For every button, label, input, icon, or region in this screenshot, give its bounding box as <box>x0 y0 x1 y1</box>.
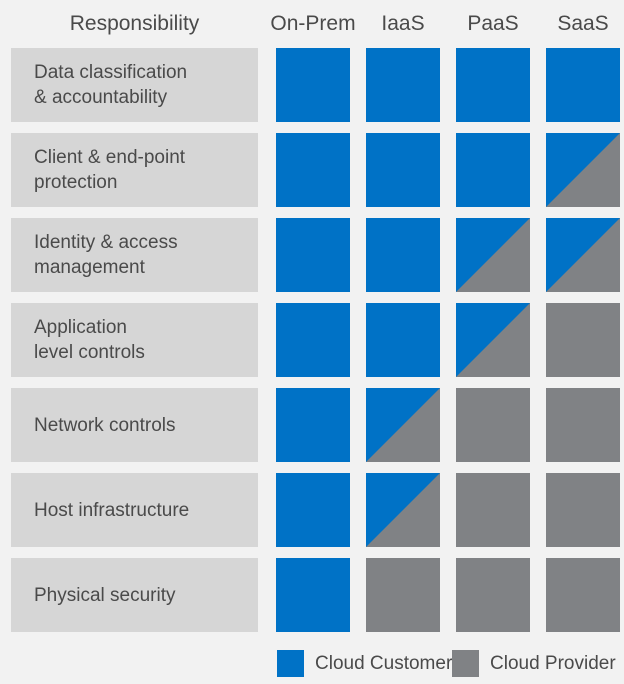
cell-physical-security-paas-provider <box>456 558 530 632</box>
row-label-line: Client & end-point <box>34 147 186 168</box>
header-column-paas: PaaS <box>467 12 519 35</box>
row-label-line: protection <box>34 172 118 193</box>
split-triangle-customer <box>546 218 620 292</box>
row-label-line: Host infrastructure <box>34 499 190 521</box>
split-triangle-customer <box>366 388 440 462</box>
cell-application-level-controls-on-prem-customer <box>276 303 350 377</box>
cell-host-infrastructure-on-prem-customer <box>276 473 350 547</box>
header-responsibility: Responsibility <box>69 12 200 35</box>
row-label-physical-security: Physical security <box>11 558 258 632</box>
row-label-application-level-controls: Application level controls <box>11 303 258 377</box>
legend-swatch-provider-icon <box>452 649 479 677</box>
cell-application-level-controls-saas-provider <box>546 303 620 377</box>
row-label-host-infrastructure: Host infrastructure <box>11 473 258 547</box>
matrix-row: Physical security <box>0 558 624 632</box>
row-label-line: level controls <box>34 342 145 363</box>
cell-network-controls-paas-provider <box>456 388 530 462</box>
cell-client-endpoint-protection-on-prem-customer <box>276 133 350 207</box>
row-label-data-classification: Data classification & accountability <box>11 48 258 122</box>
cell-client-endpoint-protection-saas-split <box>546 133 620 207</box>
header-column-on-prem: On-Prem <box>270 12 356 35</box>
cell-data-classification-saas-customer <box>546 48 620 122</box>
cell-data-classification-iaas-customer <box>366 48 440 122</box>
cell-application-level-controls-paas-split <box>456 303 530 377</box>
cell-network-controls-saas-provider <box>546 388 620 462</box>
cell-host-infrastructure-paas-provider <box>456 473 530 547</box>
cell-data-classification-paas-customer <box>456 48 530 122</box>
split-triangle-customer <box>456 303 530 377</box>
legend-label-cloud-customer: Cloud Customer <box>315 652 453 674</box>
matrix-row: Application level controls <box>0 303 624 377</box>
matrix-row: Data classification & accountability <box>0 48 624 122</box>
row-label-line: Data classification <box>34 62 188 83</box>
matrix-row: Client & end-point protection <box>0 133 624 207</box>
cell-client-endpoint-protection-iaas-customer <box>366 133 440 207</box>
cell-data-classification-on-prem-customer <box>276 48 350 122</box>
row-label-line: & accountability <box>34 87 168 108</box>
matrix-row: Network controls <box>0 388 624 462</box>
legend-swatch-customer-icon <box>277 649 304 677</box>
cell-physical-security-iaas-provider <box>366 558 440 632</box>
header-column-iaas: IaaS <box>381 12 425 35</box>
cell-physical-security-saas-provider <box>546 558 620 632</box>
cell-identity-access-management-on-prem-customer <box>276 218 350 292</box>
cell-identity-access-management-iaas-customer <box>366 218 440 292</box>
split-triangle-customer <box>366 473 440 547</box>
row-label-identity-access-management: Identity & access management <box>11 218 258 292</box>
row-label-line: Identity & access <box>34 232 178 253</box>
cell-host-infrastructure-iaas-split <box>366 473 440 547</box>
legend: Cloud Customer Cloud Provider <box>0 648 624 684</box>
row-label-network-controls: Network controls <box>11 388 258 462</box>
header-column-saas: SaaS <box>557 12 609 35</box>
row-label-line: management <box>34 257 145 278</box>
row-label-client-endpoint-protection: Client & end-point protection <box>11 133 258 207</box>
legend-item-cloud-customer: Cloud Customer <box>277 648 452 678</box>
cell-client-endpoint-protection-paas-customer <box>456 133 530 207</box>
legend-label-cloud-provider: Cloud Provider <box>490 652 616 674</box>
cell-physical-security-on-prem-customer <box>276 558 350 632</box>
row-label-line: Network controls <box>34 414 176 436</box>
split-triangle-customer <box>456 218 530 292</box>
matrix-header-row: Responsibility On-Prem IaaS PaaS SaaS <box>0 0 624 48</box>
legend-item-cloud-provider: Cloud Provider <box>452 648 616 678</box>
cell-application-level-controls-iaas-customer <box>366 303 440 377</box>
row-label-line: Physical security <box>34 584 176 606</box>
cell-identity-access-management-paas-split <box>456 218 530 292</box>
cell-network-controls-on-prem-customer <box>276 388 350 462</box>
matrix-row: Identity & access management <box>0 218 624 292</box>
row-label-line: Application <box>34 317 127 338</box>
split-triangle-customer <box>546 133 620 207</box>
cell-host-infrastructure-saas-provider <box>546 473 620 547</box>
matrix-row: Host infrastructure <box>0 473 624 547</box>
cell-identity-access-management-saas-split <box>546 218 620 292</box>
cell-network-controls-iaas-split <box>366 388 440 462</box>
